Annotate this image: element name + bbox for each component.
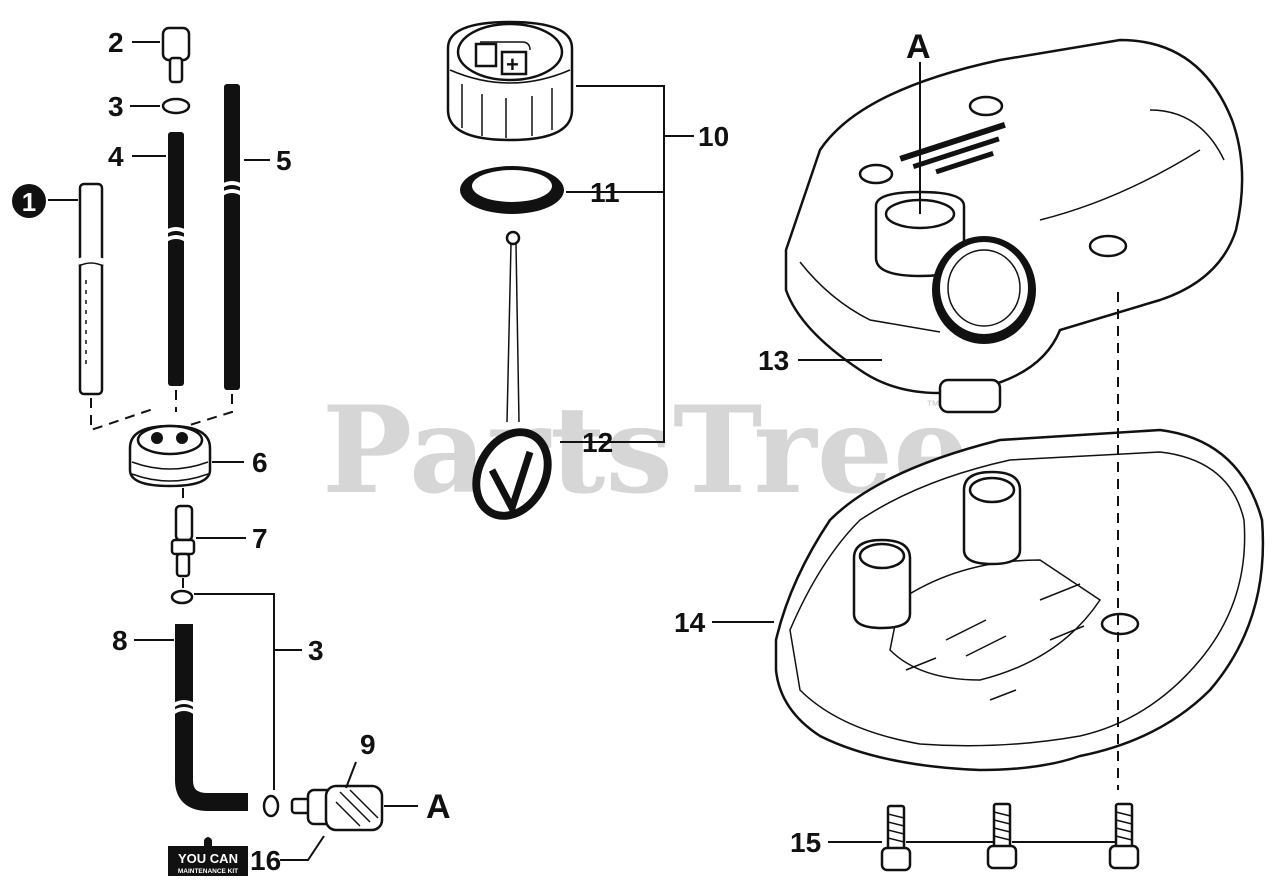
part-6-grommet[interactable] [128, 424, 212, 488]
part-4-tube[interactable] [164, 132, 188, 386]
screw-1[interactable] [880, 804, 912, 872]
part-11-gasket[interactable] [460, 166, 564, 214]
callout-12: 12 [582, 427, 613, 458]
callout-15: 15 [790, 827, 821, 858]
callout-11: 11 [590, 177, 620, 208]
part-14-tank-bottom[interactable] [774, 428, 1265, 772]
maintenance-kit-badge: YOU CAN MAINTENANCE KIT [168, 837, 248, 876]
part-2-fitting[interactable] [161, 26, 191, 84]
reference-a-top: A [906, 28, 931, 66]
callout-2: 2 [108, 27, 124, 58]
part-1-clear-tube[interactable] [76, 182, 106, 396]
part-3-oring-lower[interactable] [170, 589, 194, 605]
kit-badge-line2: MAINTENANCE KIT [178, 868, 238, 875]
bottom-mount-bosses [852, 470, 1140, 636]
part-3-oring-top[interactable] [161, 97, 191, 115]
reference-a-right: A [426, 788, 451, 826]
callout-1: 1 [12, 184, 46, 218]
callout-14: 14 [674, 607, 706, 638]
callout-labels: 2 3 4 5 1 6 7 3 8 9 16 10 11 12 13 14 15… [12, 27, 931, 876]
tank-mount-boss-1 [858, 95, 1128, 258]
part-13-tank-top[interactable] [784, 38, 1244, 414]
callout-7: 7 [252, 523, 268, 554]
svg-text:+: + [506, 52, 519, 77]
leader-lines [48, 41, 1116, 861]
callout-5: 5 [276, 145, 292, 176]
screw-3[interactable] [1108, 802, 1140, 870]
callout-10: 10 [698, 121, 729, 152]
callout-9: 9 [360, 729, 376, 760]
callout-3-top: 3 [108, 91, 124, 122]
part-8-hose[interactable] [172, 624, 248, 811]
callout-16: 16 [250, 845, 281, 876]
tank-embossed-text [899, 121, 1006, 175]
connector-tubes-to-grommet [90, 390, 233, 432]
part-12-tether[interactable] [457, 230, 567, 534]
callout-1-text: 1 [22, 187, 36, 217]
part-5-tube[interactable] [220, 84, 244, 390]
part-9-fuel-filter[interactable] [290, 784, 384, 832]
callout-4: 4 [108, 141, 124, 172]
part-7-fitting[interactable] [170, 504, 196, 578]
screw-2[interactable] [986, 802, 1018, 870]
callout-8: 8 [112, 625, 128, 656]
callout-13: 13 [758, 345, 789, 376]
part-15-screws[interactable] [880, 802, 1140, 872]
watermark-mark: ™ [926, 397, 940, 413]
kit-badge-line1: YOU CAN [178, 851, 238, 866]
part-3-oring-filter[interactable] [262, 794, 280, 818]
callout-3-lower: 3 [308, 635, 324, 666]
callout-6: 6 [252, 447, 268, 478]
part-10-fuel-cap[interactable]: + [446, 20, 574, 142]
wrench-icon [204, 837, 212, 848]
